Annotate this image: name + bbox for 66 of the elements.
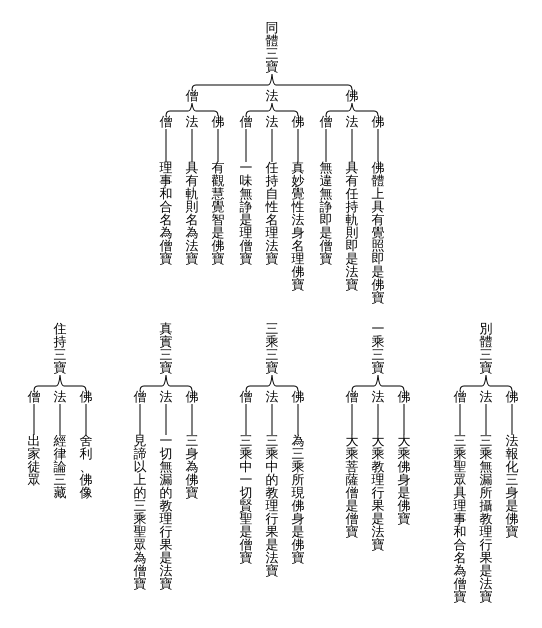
brace-connector — [246, 374, 298, 392]
definition-text: 任持自性名理法寶 — [265, 162, 279, 266]
brace-connector — [140, 374, 192, 392]
definition-text: 一切無漏的教理行果是法寶 — [159, 435, 173, 591]
definition-text: 見諦以上的三乘聖眾為僧寶 — [133, 435, 147, 591]
brace-connector — [166, 102, 218, 116]
definition-text: 三乘中的教理行果是法寶 — [265, 435, 279, 578]
tree-heading: 別體三寶 — [479, 323, 493, 375]
branch-label: 佛 — [345, 90, 359, 102]
brace-connector — [34, 374, 86, 392]
definition-text: 法報化三身是佛寶 — [505, 435, 519, 539]
definition-text: 出家徒眾 — [27, 435, 41, 487]
definition-text: 一味無諍是理僧寶 — [239, 162, 253, 266]
definition-text: 三身為佛寶 — [185, 435, 199, 500]
branch-label: 法 — [479, 390, 493, 404]
definition-text: 真妙覺性法身名理佛寶 — [291, 162, 305, 292]
branch-label: 佛 — [397, 390, 411, 404]
tree-heading: 住持三寶 — [53, 323, 67, 375]
branch-label: 僧 — [319, 116, 333, 128]
definition-text: 三乘無漏所攝教理行果是法寶 — [479, 435, 493, 604]
branch-label: 僧 — [159, 116, 173, 128]
definition-text: 無違無諍即是僧寶 — [319, 162, 333, 266]
brace-connector — [192, 74, 352, 90]
branch-label: 僧 — [345, 390, 359, 404]
branch-label: 僧 — [27, 390, 41, 404]
branch-label: 法 — [53, 390, 67, 404]
brace-connector — [246, 102, 298, 116]
branch-label: 僧 — [453, 390, 467, 404]
definition-text: 三乘中一切賢聖是僧寶 — [239, 435, 253, 565]
branch-label: 佛 — [185, 390, 199, 404]
branch-label: 僧 — [239, 390, 253, 404]
branch-label: 法 — [185, 116, 199, 128]
branch-label: 法 — [371, 390, 385, 404]
tree-heading: 真實三寶 — [159, 323, 173, 375]
definition-text: 佛體上具有覺照即是佛寶 — [371, 162, 385, 305]
definition-text: 舍利、佛像 — [79, 435, 93, 500]
definition-text: 大乘菩薩僧是僧寶 — [345, 435, 359, 539]
branch-label: 佛 — [79, 390, 93, 404]
brace-connector — [352, 374, 404, 392]
tree-heading: 三乘三寶 — [265, 323, 279, 375]
definition-text: 三乘聖眾具理事和合名為僧寶 — [453, 435, 467, 604]
branch-label: 法 — [265, 90, 279, 102]
definition-text: 為三乘所現佛身是佛寶 — [291, 435, 305, 565]
branch-label: 法 — [265, 390, 279, 404]
definition-text: 有觀慧覺智是佛寶 — [211, 162, 225, 266]
branch-label: 佛 — [291, 390, 305, 404]
branch-label: 法 — [159, 390, 173, 404]
branch-label: 佛 — [291, 116, 305, 128]
branch-label: 法 — [345, 116, 359, 128]
definition-text: 經律論三藏 — [53, 435, 67, 500]
branch-label: 法 — [265, 116, 279, 128]
branch-label: 佛 — [211, 116, 225, 128]
tree-heading: 一乘三寶 — [371, 323, 385, 375]
branch-label: 僧 — [133, 390, 147, 404]
brace-connector — [460, 374, 512, 392]
definition-text: 大乘教理行果是法寶 — [371, 435, 385, 552]
branch-label: 佛 — [371, 116, 385, 128]
branch-label: 佛 — [505, 390, 519, 404]
branch-label: 僧 — [185, 90, 199, 102]
brace-connector — [326, 102, 378, 116]
tree-heading: 同體三寶 — [265, 22, 279, 74]
definition-text: 具有軌則名為法寶 — [185, 162, 199, 266]
definition-text: 具有任持軌則即是法寶 — [345, 162, 359, 292]
definition-text: 大乘佛身是佛寶 — [397, 435, 411, 526]
branch-label: 僧 — [239, 116, 253, 128]
definition-text: 理事和合名為僧寶 — [159, 162, 173, 266]
